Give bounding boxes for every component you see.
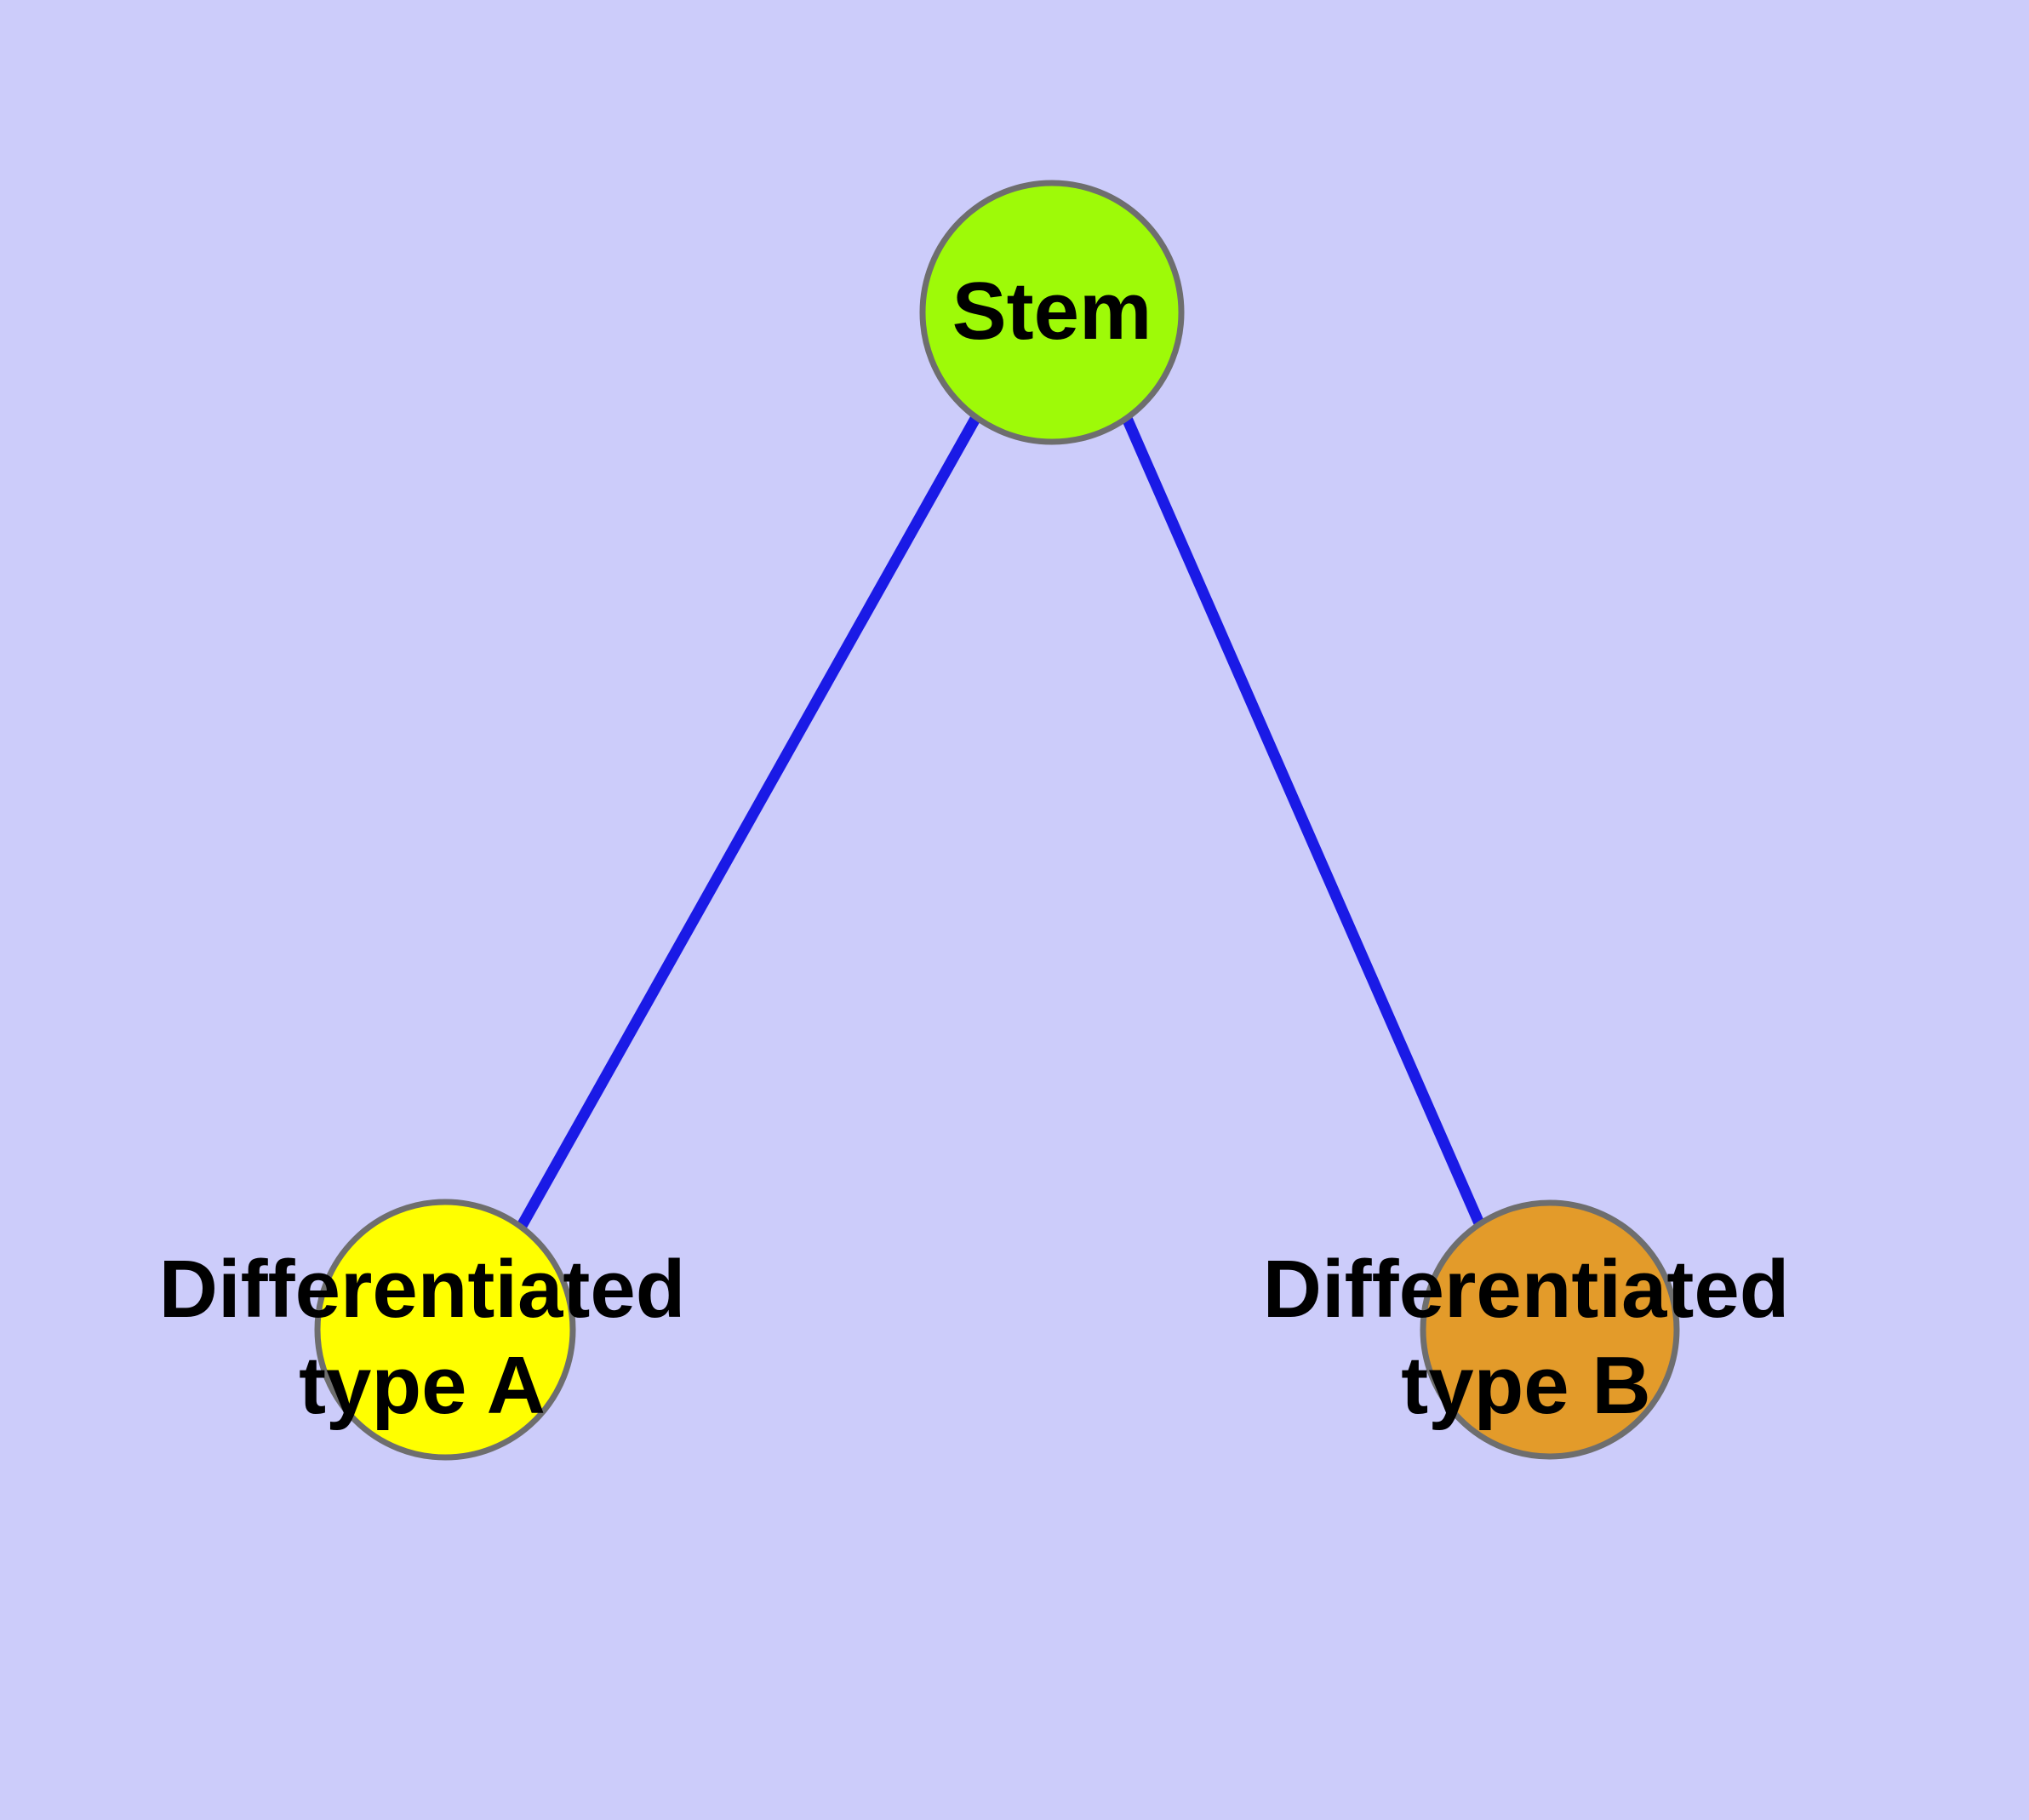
- node-circle-diff-a[interactable]: [314, 1199, 576, 1461]
- node-circle-stem[interactable]: [919, 180, 1185, 445]
- node-label-line: Differentiated: [159, 1244, 686, 1335]
- node-stem[interactable]: Stem: [919, 180, 1185, 445]
- node-label-line: type B: [1401, 1340, 1650, 1431]
- edge-stem-diff-a[interactable]: [517, 414, 981, 1229]
- edges-layer: [517, 414, 1484, 1229]
- node-circle-diff-b[interactable]: [1420, 1199, 1680, 1460]
- edge-stem-diff-b[interactable]: [1121, 414, 1484, 1226]
- node-label-line: Differentiated: [1263, 1244, 1790, 1335]
- node-label-stem: Stem: [952, 266, 1152, 357]
- node-label-line: Stem: [952, 266, 1152, 357]
- node-label-line: type A: [299, 1340, 546, 1431]
